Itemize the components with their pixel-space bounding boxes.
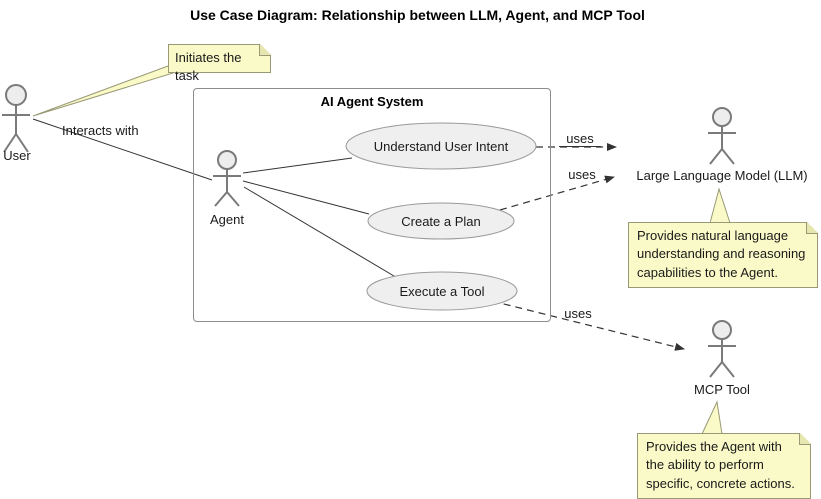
llm-actor-figure (708, 107, 736, 165)
usecase-plan-ellipse (367, 202, 515, 240)
edge-execute-uses-mcp (491, 300, 685, 351)
note-pointer-initiates (32, 65, 174, 117)
agent-actor-figure (213, 150, 241, 207)
note-pointer-mcp (701, 400, 723, 435)
edge-plan-uses-llm (499, 175, 615, 211)
agent-actor-label: Agent (210, 212, 244, 227)
note-mcp: Provides the Agent with the ability to p… (637, 433, 811, 499)
llm-actor-label: Large Language Model (LLM) (636, 168, 808, 183)
note-fold-icon (799, 433, 811, 445)
usecase-understand-label: Understand User Intent (373, 139, 509, 154)
system-boundary-title: AI Agent System (320, 94, 424, 109)
edge-agent-understand (242, 157, 353, 174)
note-llm-line: understanding and reasoning (637, 246, 806, 262)
note-mcp-line: specific, concrete actions. (646, 475, 795, 491)
note-pointer-llm (709, 187, 731, 224)
note-llm-line: capabilities to the Agent. (637, 264, 778, 280)
note-initiates: Initiates the task (168, 44, 271, 83)
diagram-title: Use Case Diagram: Relationship between L… (190, 7, 645, 23)
edge-user-agent (32, 118, 213, 181)
note-mcp-line: Provides the Agent with (646, 439, 782, 454)
note-fold-icon (259, 44, 271, 56)
mcp-actor-label: MCP Tool (694, 382, 750, 397)
note-fold-icon (806, 222, 818, 234)
edge-label-uses-2: uses (568, 167, 596, 182)
note-mcp-line: the ability to perform (646, 457, 764, 473)
edge-label-interacts: Interacts with (62, 123, 139, 138)
note-initiates-text: Initiates the task (175, 50, 242, 84)
edge-agent-plan (242, 180, 370, 215)
usecase-execute-ellipse (366, 271, 518, 311)
edge-label-uses-1: uses (559, 131, 601, 147)
note-llm: Provides natural language understanding … (628, 222, 818, 289)
user-actor-figure (2, 84, 30, 153)
system-boundary-box: AI Agent System (193, 88, 551, 322)
usecase-execute-label: Execute a Tool (399, 284, 485, 299)
mcp-actor-figure (708, 320, 736, 378)
edge-label-uses-3: uses (564, 306, 592, 321)
usecase-understand-ellipse (345, 122, 537, 170)
note-llm-line: Provides natural language (637, 228, 789, 243)
usecase-plan-label: Create a Plan (401, 214, 481, 229)
edge-agent-execute (243, 186, 400, 280)
user-actor-label: User (3, 148, 31, 163)
